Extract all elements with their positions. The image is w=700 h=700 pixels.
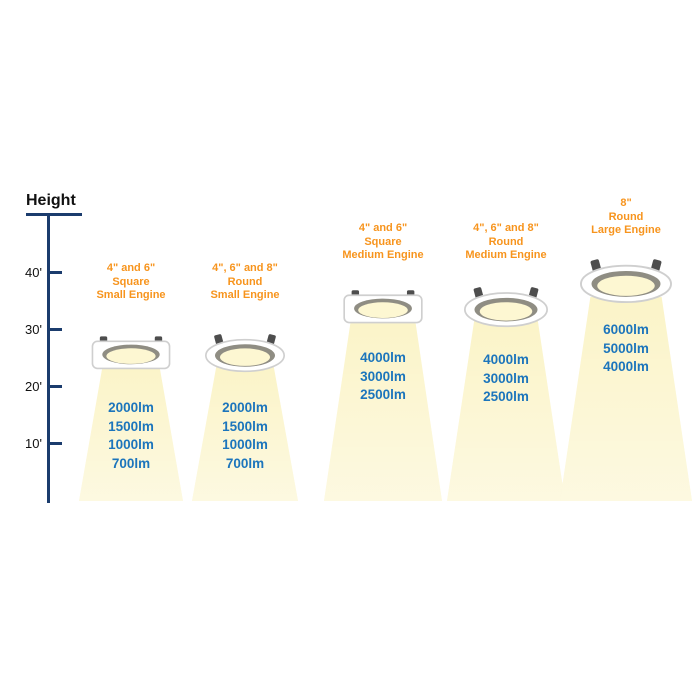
fixture-label-line: Small Engine bbox=[96, 289, 166, 301]
fixture-label-line: 4" and 6" bbox=[106, 262, 156, 274]
light-cone bbox=[324, 318, 442, 501]
round-downlight-icon bbox=[464, 287, 548, 328]
lumen-value: 5000lm bbox=[603, 340, 649, 356]
lumen-value: 4000lm bbox=[603, 359, 649, 374]
fixture-label-line: Round bbox=[227, 275, 263, 288]
fixture-label: 4" and 6" Square Small Engine bbox=[66, 262, 196, 303]
axis-tick-20 bbox=[47, 385, 62, 388]
axis-vertical-line bbox=[47, 213, 50, 503]
square-downlight-icon bbox=[343, 290, 423, 324]
fixture-label-line: Square bbox=[112, 275, 150, 288]
fixture-label: 4" and 6" Square Medium Engine bbox=[318, 222, 448, 263]
lumen-value: 1500lm bbox=[108, 418, 154, 434]
fixture-label: 8" Round Large Engine bbox=[561, 197, 691, 238]
lumen-value: 4000lm bbox=[483, 352, 529, 367]
lumen-list: 2000lm 1500lm 1000lm 700lm bbox=[192, 399, 298, 473]
fixture-label-line: 4" and 6" bbox=[358, 222, 408, 234]
fixture-label-line: 4", 6" and 8" bbox=[473, 222, 539, 234]
axis-tick-10 bbox=[47, 442, 62, 445]
lumen-value: 3000lm bbox=[483, 370, 529, 386]
fixture-label-line: Large Engine bbox=[591, 224, 661, 236]
lumen-value: 3000lm bbox=[360, 368, 406, 384]
lumen-value: 700lm bbox=[111, 455, 151, 471]
fixture-label-line: Medium Engine bbox=[465, 249, 547, 261]
lumen-value: 700lm bbox=[225, 455, 265, 471]
axis-tick-label-30: 30' bbox=[25, 322, 42, 337]
lumen-value: 2000lm bbox=[222, 400, 268, 415]
axis-title: Height bbox=[26, 192, 76, 209]
axis-tick-label-40: 40' bbox=[25, 265, 42, 280]
axis-tick-label-20: 20' bbox=[25, 379, 42, 394]
lumen-value: 2500lm bbox=[360, 387, 406, 402]
fixture-label-line: 8" bbox=[620, 197, 632, 209]
fixture-label-line: Medium Engine bbox=[342, 249, 424, 261]
lumen-list: 4000lm 3000lm 2500lm bbox=[324, 349, 442, 405]
fixture-label: 4", 6" and 8" Round Small Engine bbox=[180, 262, 310, 303]
axis-tick-30 bbox=[47, 328, 62, 331]
round-downlight-icon bbox=[205, 334, 285, 373]
square-downlight-icon bbox=[91, 336, 171, 370]
lumen-value: 1000lm bbox=[108, 437, 154, 452]
lumen-value: 4000lm bbox=[360, 350, 406, 365]
fixture-label-line: Round bbox=[488, 235, 524, 248]
lumen-list: 2000lm 1500lm 1000lm 700lm bbox=[79, 399, 183, 473]
lumen-value: 1000lm bbox=[222, 437, 268, 452]
fixture-label-line: 4", 6" and 8" bbox=[212, 262, 278, 274]
lumen-list: 4000lm 3000lm 2500lm bbox=[447, 351, 565, 407]
lumen-value: 2000lm bbox=[108, 400, 154, 415]
light-cone bbox=[447, 321, 565, 501]
round-downlight-large-icon bbox=[580, 259, 672, 304]
fixture-label-line: Small Engine bbox=[210, 289, 280, 301]
axis-tick-label-10: 10' bbox=[25, 436, 42, 451]
fixture-label-line: Square bbox=[364, 235, 402, 248]
lumen-value: 6000lm bbox=[603, 322, 649, 337]
lumen-list: 6000lm 5000lm 4000lm bbox=[560, 321, 692, 377]
fixture-label-line: Round bbox=[608, 210, 644, 223]
fixture-label: 4", 6" and 8" Round Medium Engine bbox=[441, 222, 571, 263]
axis-title-underline bbox=[26, 213, 82, 216]
lumen-value: 2500lm bbox=[483, 389, 529, 404]
lumen-value: 1500lm bbox=[222, 418, 268, 434]
axis-tick-40 bbox=[47, 271, 62, 274]
light-cone bbox=[560, 297, 692, 501]
